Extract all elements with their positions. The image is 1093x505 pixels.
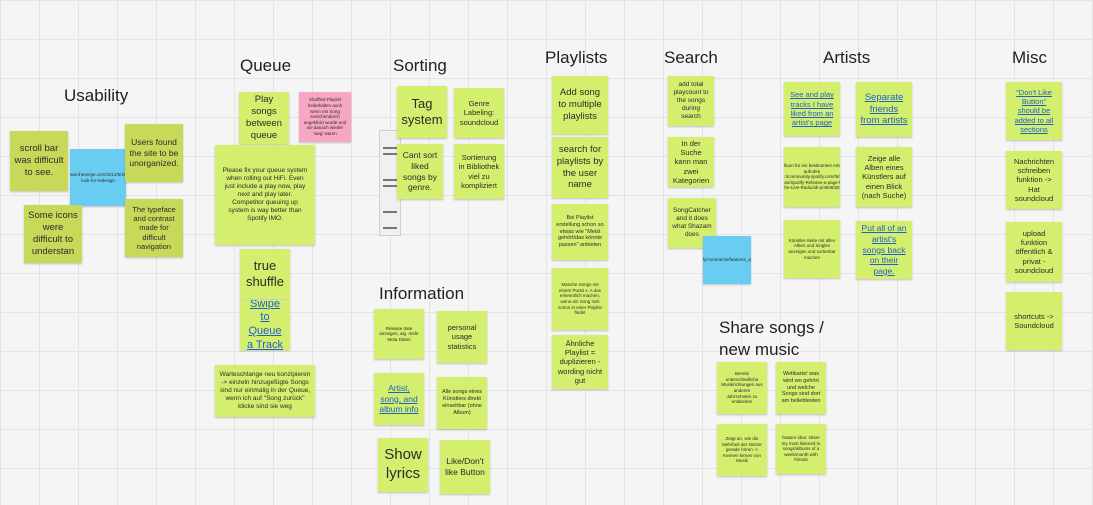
- note-cant-sort[interactable]: Cant sort liked songs by genre.: [397, 144, 443, 199]
- note-nachrichten[interactable]: Nachrichten schreiben funktion -> Hat so…: [1006, 151, 1062, 209]
- note-zeigt-an[interactable]: Zeigt an, wie die Mehrheit der Nutzer ge…: [717, 424, 767, 476]
- heading-playlists: Playlists: [545, 48, 608, 67]
- note-in-der-suche[interactable]: In der Suche kann man zwei Kategorien: [668, 137, 714, 187]
- note-add-song[interactable]: Add song to multiple playlists: [552, 76, 608, 134]
- note-artist-song-album[interactable]: Artist, song, and album info: [374, 373, 424, 425]
- heading-usability: Usability: [64, 86, 129, 105]
- note-swipe-to-queue[interactable]: Swipe to Queue a Track: [240, 300, 290, 350]
- note-separate-friends[interactable]: Separate friends from artists: [856, 82, 912, 137]
- note-weltkarte[interactable]: Weltkarte! was wird wo gehört und welche…: [776, 362, 826, 414]
- note-typeface[interactable]: The typeface and contrast made for diffi…: [125, 199, 183, 257]
- note-warteschlange[interactable]: Warteschlange neu konzipieren -> einzeln…: [215, 365, 315, 417]
- note-release-date[interactable]: Release date anzeigen, alg. mehr Meta Da…: [374, 309, 424, 359]
- note-link-search[interactable]: https://www.reddit.com/r/truespotify/com…: [703, 236, 751, 284]
- note-users-found[interactable]: Users found the site to be unorganized.: [125, 124, 183, 182]
- heading-artists: Artists: [823, 48, 871, 67]
- note-upload-funktion[interactable]: upload funktion öffentlich & privat - so…: [1006, 222, 1062, 282]
- heading-queue: Queue: [240, 56, 292, 75]
- note-search-for-playlists[interactable]: search for playlists by the user name: [552, 137, 608, 198]
- note-small-texts[interactable]: Künstler-Seite mit allen Alben und Singl…: [784, 220, 840, 278]
- note-album-link[interactable]: Album für ein bestimmtes Artist aufrufen…: [784, 147, 840, 207]
- note-tag-system[interactable]: Tag system: [397, 86, 447, 138]
- note-manche-songs[interactable]: Manche Songs mit einem Punkt x. A das er…: [552, 268, 608, 330]
- note-alle-songs[interactable]: Alle songs eines Künstlers direkt einseh…: [437, 377, 487, 429]
- note-true-shuffle[interactable]: true shuffle: [240, 249, 290, 299]
- note-add-total-playcount[interactable]: add total playcount to the songs during …: [668, 76, 714, 126]
- note-put-all-songs[interactable]: Put all of an artist's songs back on the…: [856, 221, 912, 279]
- note-zeige-alle-alben[interactable]: Zeige alle Alben eines Künstlers auf ein…: [856, 147, 912, 207]
- note-dont-like-button[interactable]: "Don't Like Button" should be added to a…: [1006, 82, 1062, 140]
- note-bereits[interactable]: Bereits unterschiedliche Musikrichtungen…: [717, 362, 767, 414]
- note-ahnliche-playlist[interactable]: Ähnliche Playlist = duplizieren - wordin…: [552, 335, 608, 389]
- note-bei-playlist[interactable]: Bei Playlist erstellung schon so etwas w…: [552, 204, 608, 260]
- note-scroll-bar[interactable]: scroll bar was difficult to see.: [10, 131, 68, 191]
- heading-sorting: Sorting: [393, 56, 447, 75]
- note-see-and-play[interactable]: See and play tracks I have liked from an…: [784, 82, 840, 136]
- note-fix-queue[interactable]: Please fix your queue system when rollin…: [215, 145, 315, 245]
- note-personal-usage[interactable]: personal usage statistics: [437, 311, 487, 363]
- heading-information: Information: [379, 284, 465, 303]
- heading-share-songs: Share songs / new music: [719, 318, 824, 360]
- note-link-usability[interactable]: https://www.theverge.com/2014/5/28/spoti…: [70, 149, 126, 206]
- note-like-dont-like[interactable]: Like/Don't like Button: [440, 440, 490, 494]
- note-some-icons[interactable]: Some icons were difficult to understan: [24, 205, 82, 263]
- note-shuffled-playlist[interactable]: Shuffled Playlist beibehalten auch wenn …: [299, 92, 351, 142]
- note-show-lyrics[interactable]: Show lyrics: [378, 438, 428, 492]
- heading-misc: Misc: [1012, 48, 1047, 67]
- heading-search: Search: [664, 48, 718, 67]
- note-play-songs[interactable]: Play songs between queue: [239, 92, 289, 144]
- note-feature-idea[interactable]: feature idea: share my most listened to …: [776, 424, 826, 474]
- note-shortcuts[interactable]: shortcuts -> Soundcloud: [1006, 292, 1062, 350]
- note-genre-labeling[interactable]: Genre Labeling: soundcloud: [454, 88, 504, 138]
- note-sortierung[interactable]: Sortierung in Bibliothek viel zu kompliz…: [454, 144, 504, 199]
